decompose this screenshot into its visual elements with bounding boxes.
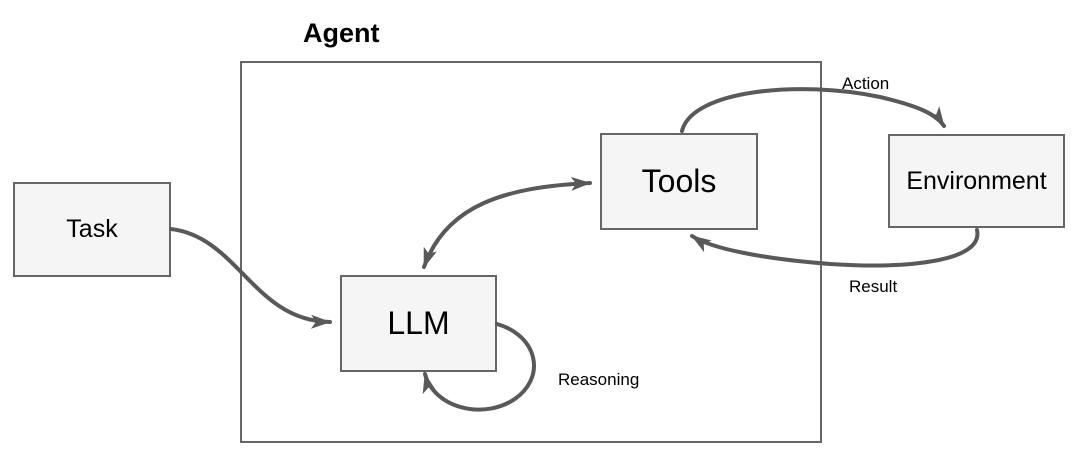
node-environment: Environment bbox=[888, 134, 1065, 228]
node-environment-label: Environment bbox=[906, 166, 1047, 195]
node-llm: LLM bbox=[340, 275, 497, 372]
edge-label-result: Result bbox=[847, 277, 900, 297]
agent-container-box bbox=[240, 61, 822, 443]
agent-title: Agent bbox=[303, 18, 380, 48]
node-tools-label: Tools bbox=[641, 163, 717, 199]
node-llm-label: LLM bbox=[387, 305, 450, 341]
node-task: Task bbox=[13, 182, 171, 277]
node-task-label: Task bbox=[66, 215, 118, 243]
edge-label-action: Action bbox=[840, 74, 892, 94]
edge-label-reasoning: Reasoning bbox=[556, 370, 642, 390]
node-tools: Tools bbox=[600, 133, 758, 230]
